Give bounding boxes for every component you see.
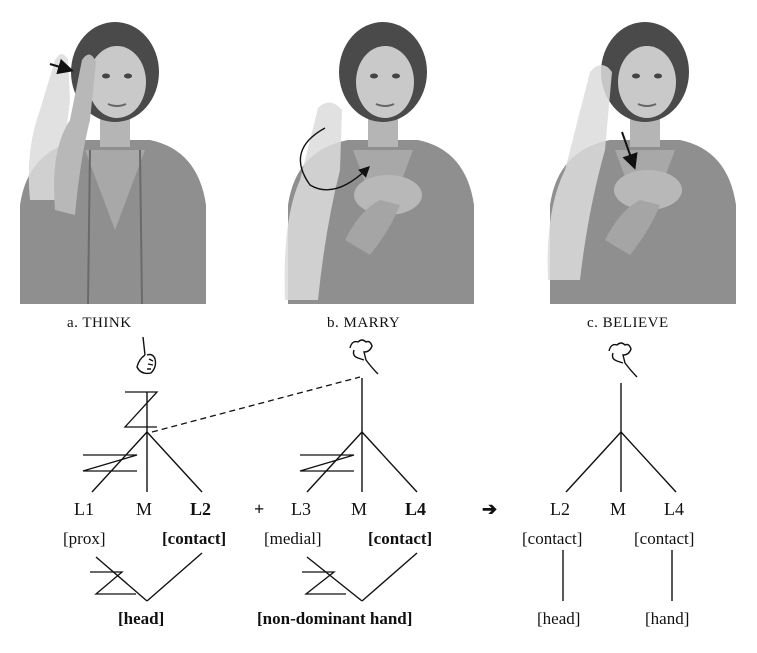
photo-think — [10, 22, 210, 305]
caption-believe: c. BELIEVE — [587, 315, 669, 331]
node-believe-l4: L4 — [664, 499, 684, 519]
feature-believe-contact-1: [contact] — [522, 529, 582, 548]
feature-think-contact: [contact] — [162, 529, 226, 548]
tree-think — [82, 391, 203, 602]
node-think-m: M — [136, 499, 152, 519]
location-think-head: [head] — [118, 609, 164, 628]
photo-marry — [278, 22, 478, 304]
feature-think-prox: [prox] — [63, 529, 105, 548]
handshape-clawed-icon — [349, 339, 379, 375]
plus-operator: + — [254, 499, 264, 519]
photo-believe — [540, 22, 740, 304]
handshape-index-icon — [136, 336, 157, 375]
node-marry-l3: L3 — [291, 499, 311, 519]
node-think-l2: L2 — [190, 499, 211, 519]
caption-marry: b. MARRY — [327, 315, 400, 331]
feature-marry-medial: [medial] — [264, 529, 322, 548]
node-marry-m: M — [351, 499, 367, 519]
association-line — [151, 376, 361, 433]
node-believe-l2: L2 — [550, 499, 570, 519]
node-believe-m: M — [610, 499, 626, 519]
node-marry-l4: L4 — [405, 499, 426, 519]
tree-believe — [562, 383, 677, 601]
feature-marry-contact: [contact] — [368, 529, 432, 548]
feature-believe-contact-2: [contact] — [634, 529, 694, 548]
arrow-operator: ➔ — [482, 499, 497, 519]
location-believe-hand: [hand] — [645, 609, 689, 628]
tree-marry — [299, 378, 418, 602]
handshape-clawed-icon — [608, 342, 638, 378]
location-marry-hand: [non-dominant hand] — [257, 609, 412, 628]
node-think-l1: L1 — [74, 499, 94, 519]
caption-think: a. THINK — [67, 315, 132, 331]
location-believe-head: [head] — [537, 609, 580, 628]
